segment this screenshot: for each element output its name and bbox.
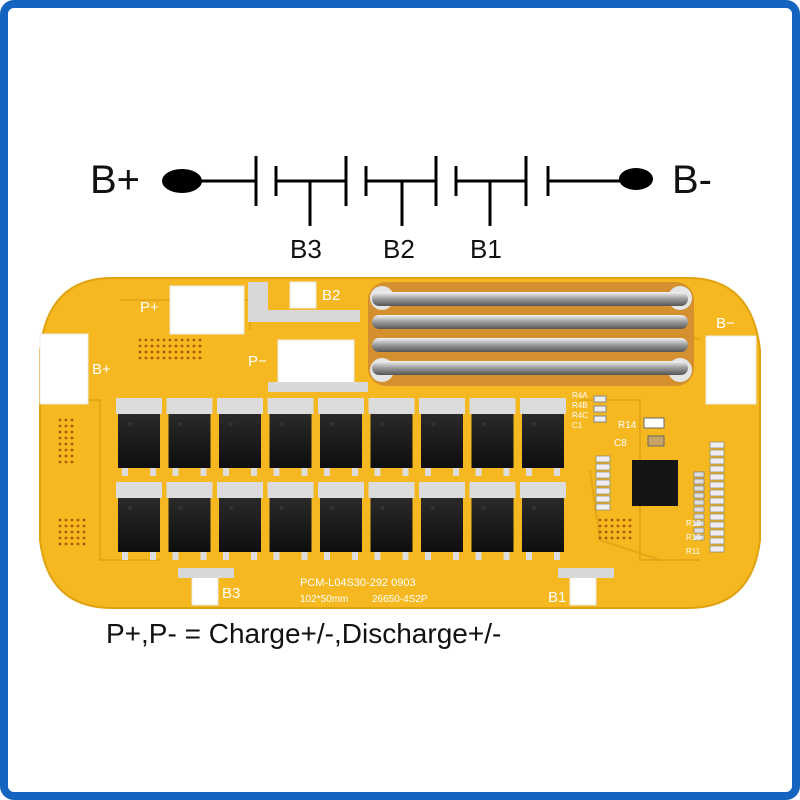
mosfet: [267, 398, 314, 476]
silk-cells: 26650-4S2P: [372, 594, 428, 605]
silk-b1: B1: [548, 589, 566, 606]
mosfet: [217, 398, 263, 476]
silk-r14: R14: [618, 420, 637, 431]
mosfet: [116, 398, 162, 476]
smd-components: [593, 395, 678, 506]
caption-text: P+,P- = Charge+/-,Discharge+/-: [106, 618, 502, 649]
mosfet: [318, 398, 364, 476]
silk-b2: B2: [322, 287, 340, 304]
b-minus-label: B-: [672, 158, 712, 202]
mosfet: [368, 398, 415, 476]
pcb-vias: [58, 338, 632, 546]
smd-resistor-column-left: [595, 455, 611, 511]
b-minus-terminal-dot: [619, 168, 653, 190]
pad-b1: [569, 576, 597, 606]
pcb-pads: [39, 281, 757, 606]
pad-b2: [289, 281, 317, 309]
mosfet: [419, 398, 465, 476]
tap-label-b2: B2: [383, 234, 415, 264]
tap-label-b3: B3: [290, 234, 322, 264]
silk-p-plus: P+: [140, 299, 159, 316]
silk-b-minus: B−: [716, 315, 735, 332]
silk-b3: B3: [222, 585, 240, 602]
mosfet-array: [116, 398, 566, 560]
mosfet: [469, 398, 516, 476]
silk-c8: C8: [614, 438, 627, 449]
pad-b-plus: [39, 333, 89, 405]
mosfet: [166, 482, 213, 560]
silk-r12: R12: [686, 519, 701, 528]
pad-p-minus: [277, 339, 355, 387]
b-plus-label: B+: [90, 158, 141, 202]
mosfet: [217, 482, 263, 560]
silver-strip-b1: [558, 568, 614, 578]
silk-r10: R10: [686, 533, 701, 542]
tap-label-b1: B1: [470, 234, 502, 264]
mosfet: [520, 482, 566, 560]
mosfet: [116, 482, 162, 560]
silk-r4c: R4C: [572, 411, 588, 420]
schematic-wires: [182, 156, 636, 226]
controller-ic: [632, 460, 678, 506]
silk-size: 102*50mm: [300, 594, 348, 605]
mosfet: [419, 482, 465, 560]
mosfet: [166, 398, 213, 476]
pad-b-minus: [705, 335, 757, 405]
silk-c1: C1: [572, 421, 583, 430]
silk-b-plus: B+: [92, 361, 111, 378]
silk-model: PCM-L04S30-292 0903: [300, 577, 416, 589]
pad-b3: [191, 576, 219, 606]
shunt-resistors: [368, 282, 694, 386]
mosfet: [267, 482, 314, 560]
silk-r4a: R4A: [572, 391, 588, 400]
mosfet: [520, 398, 566, 476]
mosfet: [469, 482, 516, 560]
pad-p-plus: [169, 285, 245, 335]
silk-r4b: R4B: [572, 401, 588, 410]
mosfet: [318, 482, 364, 560]
silver-strip-b3: [178, 568, 234, 578]
silk-r11: R11: [686, 547, 701, 556]
silver-strip-b2: [248, 282, 360, 322]
silver-strip-p-minus: [268, 382, 368, 392]
smd-resistor-column: [693, 441, 725, 553]
mosfet: [368, 482, 415, 560]
silk-p-minus: P−: [248, 353, 267, 370]
